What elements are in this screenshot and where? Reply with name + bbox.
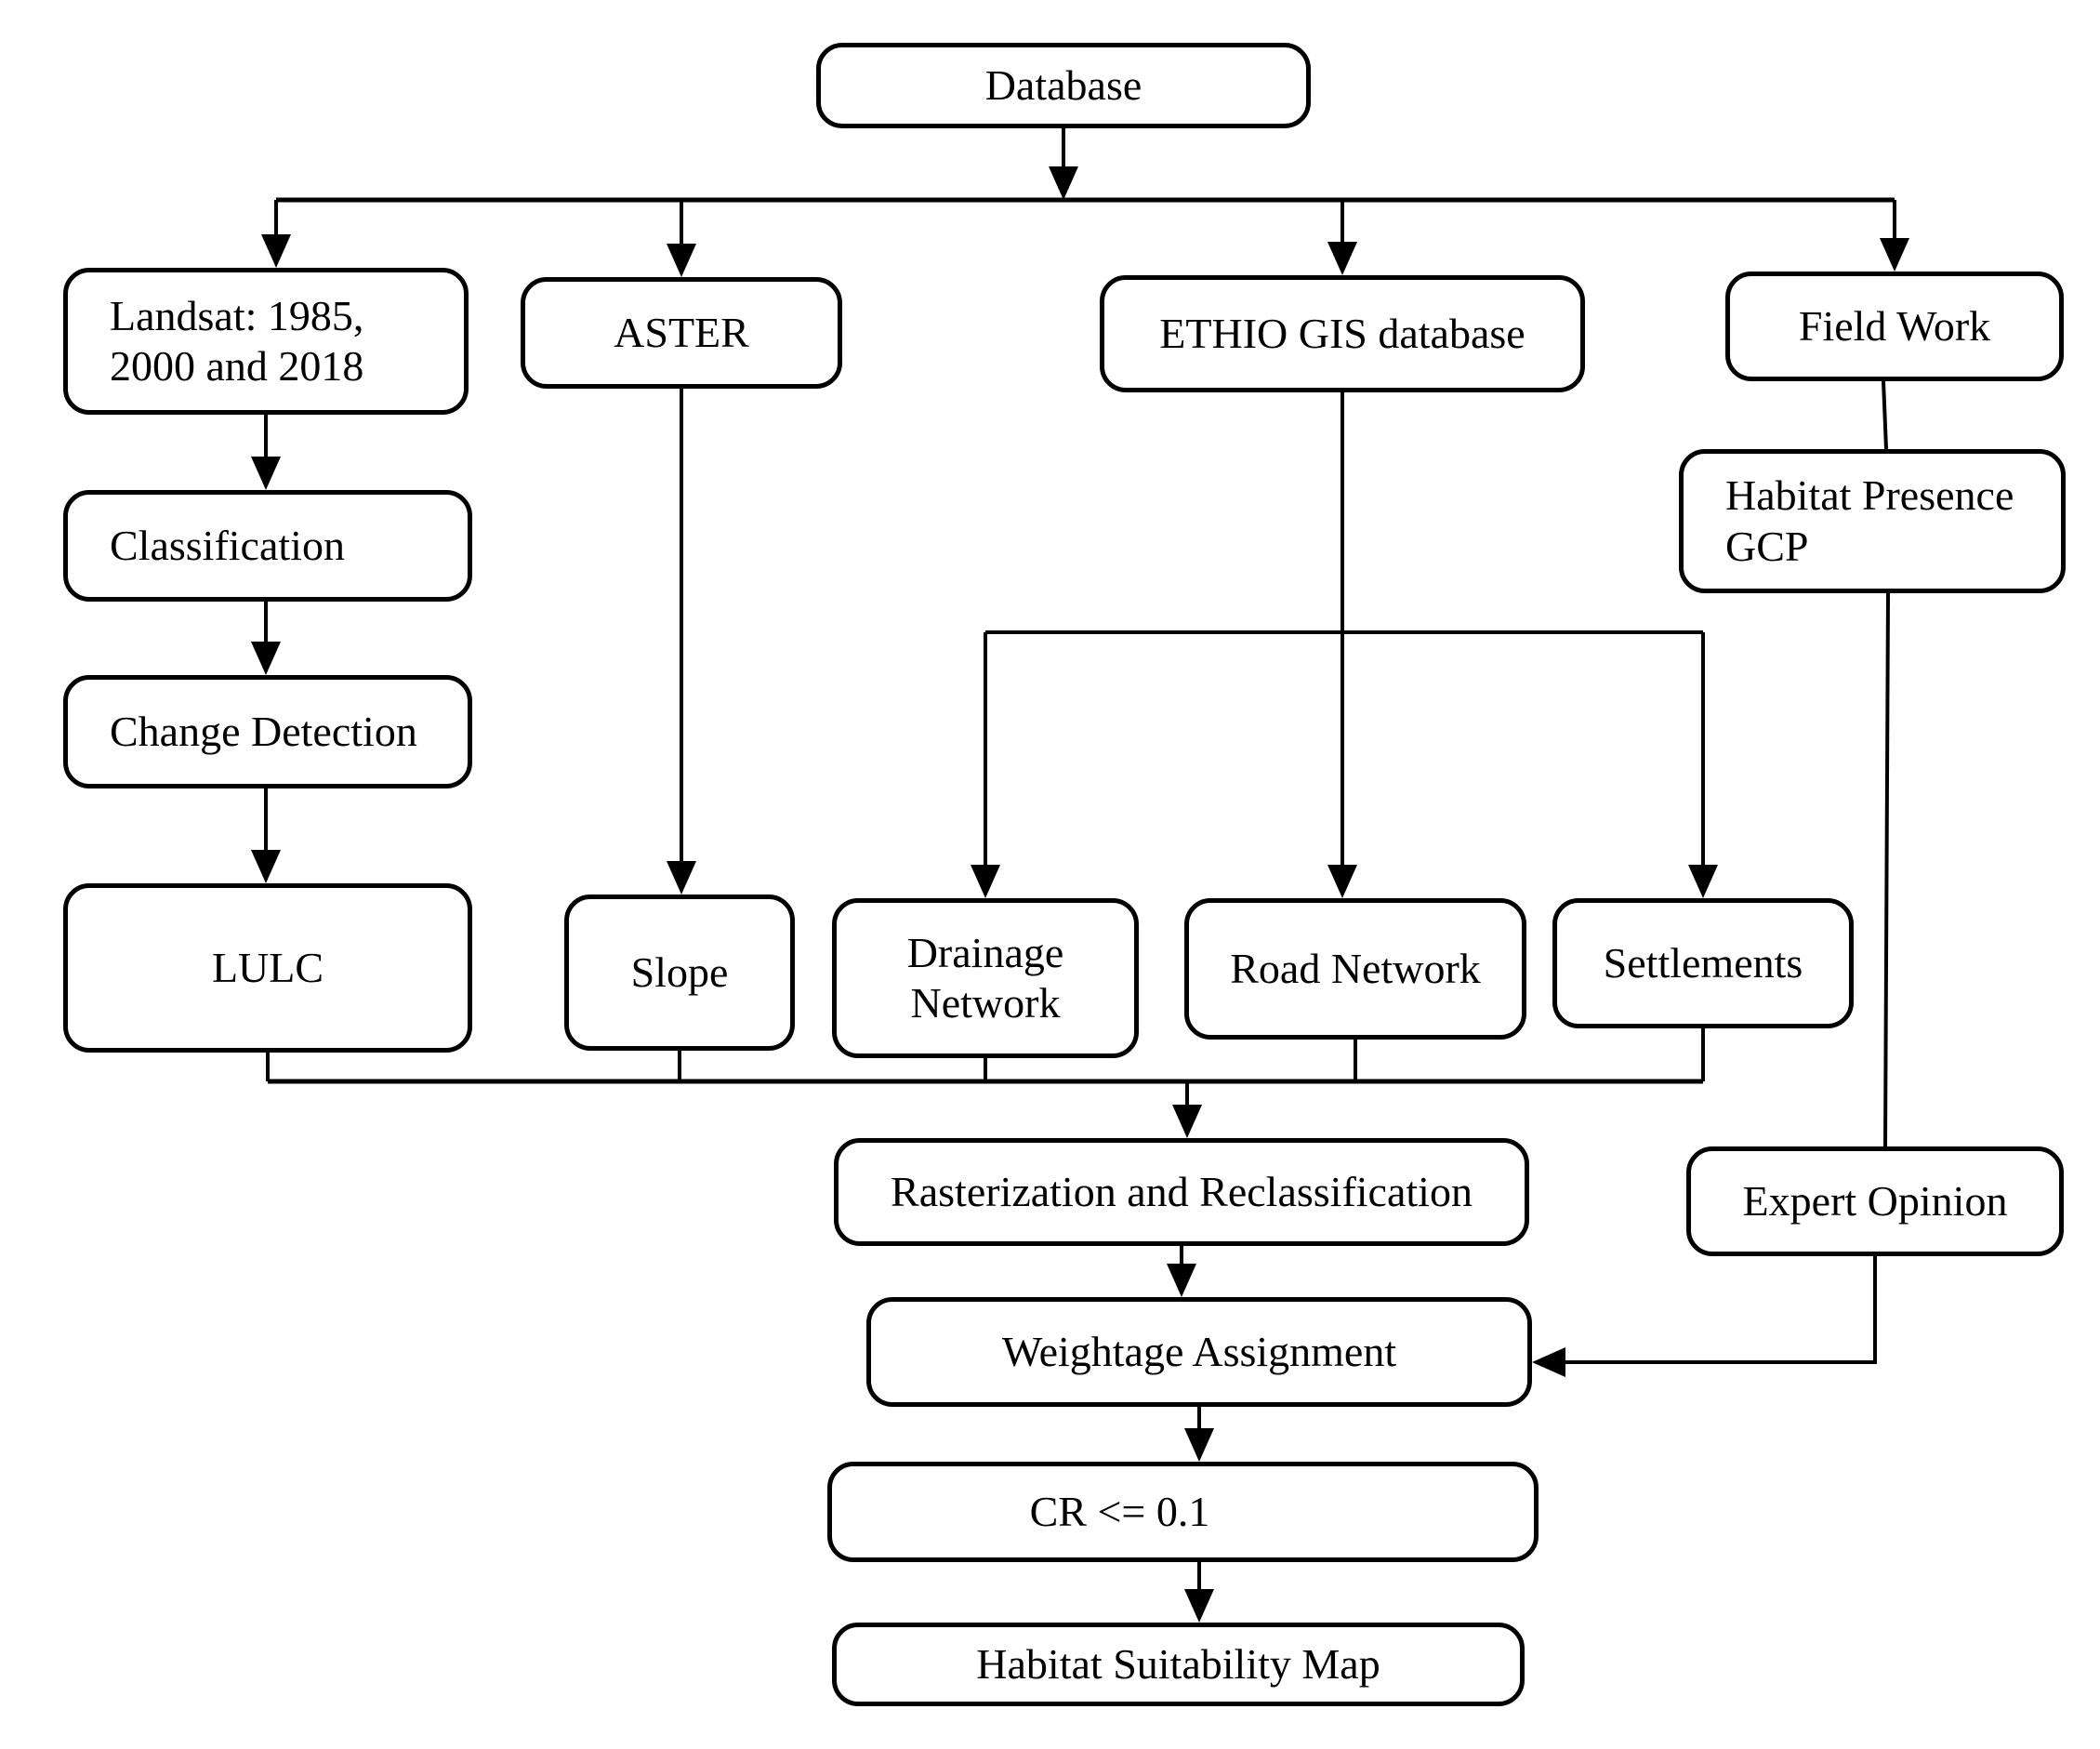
connector-bus-to-aster (667, 200, 696, 277)
connector-cr-to-map (1184, 1562, 1214, 1623)
node-rasterization-reclassification: Rasterization and Reclassification (834, 1138, 1529, 1246)
node-lulc: LULC (63, 883, 472, 1053)
connector-ethio-to-settlements (1688, 632, 1718, 898)
node-classification: Classification (63, 490, 472, 602)
node-road-network: Road Network (1184, 898, 1526, 1040)
connector-change-detection-to-lulc (251, 788, 281, 883)
connector-bus-to-rasterization (1172, 1081, 1202, 1138)
connector-aster-to-slope (667, 389, 696, 894)
connector-expert-to-weightage (1532, 1256, 1877, 1377)
node-change-detection: Change Detection (63, 675, 472, 788)
connector-bus-to-landsat (261, 200, 291, 268)
connector-bus-to-fieldwork (1880, 200, 1909, 272)
node-landsat: Landsat: 1985, 2000 and 2018 (63, 268, 469, 415)
connector-fieldwork-to-gcp (1882, 380, 1888, 450)
connector-ethio-to-road (1327, 392, 1357, 898)
node-field-work: Field Work (1725, 272, 2064, 381)
node-weightage-assignment: Weightage Assignment (866, 1297, 1532, 1407)
node-settlements: Settlements (1552, 898, 1854, 1028)
node-cr-threshold: CR <= 0.1 (827, 1462, 1539, 1562)
node-database: Database (816, 43, 1311, 128)
node-habitat-suitability-map: Habitat Suitability Map (832, 1623, 1525, 1706)
connector-ethio-to-drainage (971, 632, 1000, 898)
node-aster: ASTER (521, 277, 842, 389)
connector-database-to-bus (1049, 128, 1078, 200)
node-expert-opinion: Expert Opinion (1686, 1146, 2064, 1256)
connector-landsat-to-classification (251, 415, 281, 490)
node-slope: Slope (564, 894, 795, 1051)
node-habitat-presence-gcp: Habitat Presence GCP (1679, 449, 2066, 593)
connector-classification-to-change-detection (251, 602, 281, 675)
connector-gcp-to-expert (1883, 592, 1890, 1147)
node-ethio-gis-database: ETHIO GIS database (1100, 275, 1585, 392)
connector-weightage-to-cr (1184, 1407, 1214, 1462)
connector-rasterization-to-weightage (1167, 1246, 1196, 1297)
connector-bus-to-ethio (1327, 200, 1357, 275)
node-drainage-network: Drainage Network (832, 898, 1139, 1058)
